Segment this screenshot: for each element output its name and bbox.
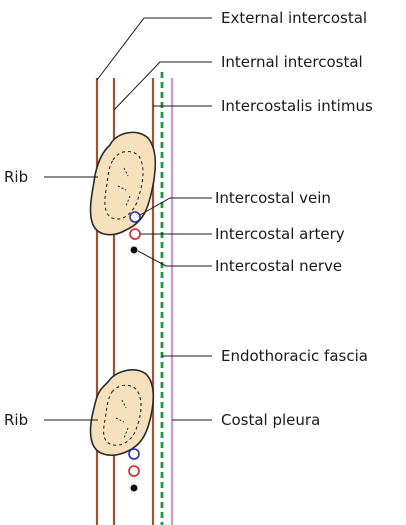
label-external-intercostal: External intercostal bbox=[221, 9, 367, 27]
intercostal-vein-leader bbox=[140, 198, 212, 215]
rib-upper-shape bbox=[90, 132, 155, 234]
label-rib-upper: Rib bbox=[4, 168, 28, 186]
intercostal-artery-upper bbox=[130, 229, 140, 239]
label-intercostalis-intimus: Intercostalis intimus bbox=[221, 97, 373, 115]
intercostal-vein-upper bbox=[130, 212, 140, 222]
rib-lower-shape bbox=[91, 370, 154, 455]
label-internal-intercostal: Internal intercostal bbox=[221, 53, 363, 71]
intercostal-nerve-leader bbox=[138, 251, 212, 266]
label-rib-lower: Rib bbox=[4, 411, 28, 429]
label-costal-pleura: Costal pleura bbox=[221, 411, 320, 429]
label-intercostal-nerve: Intercostal nerve bbox=[215, 257, 342, 275]
label-intercostal-artery: Intercostal artery bbox=[215, 225, 345, 243]
label-intercostal-vein: Intercostal vein bbox=[215, 189, 331, 207]
intercostal-vein-lower bbox=[129, 449, 139, 459]
intercostal-nerve-upper bbox=[131, 247, 138, 254]
intercostal-artery-lower bbox=[129, 466, 139, 476]
external-intercostal-leader bbox=[97, 18, 212, 80]
intercostal-nerve-lower bbox=[131, 485, 138, 492]
label-endothoracic-fascia: Endothoracic fascia bbox=[221, 347, 368, 365]
